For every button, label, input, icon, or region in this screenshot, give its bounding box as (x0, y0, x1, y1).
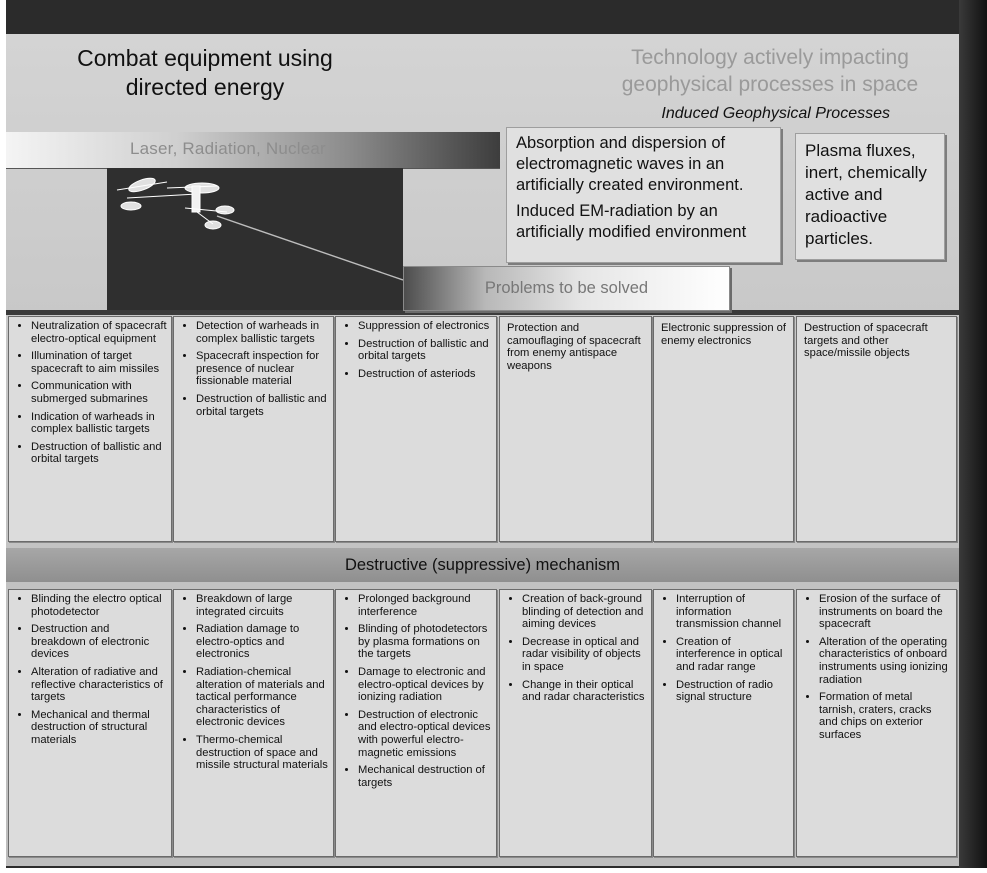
list-item: Interruption of information transmission… (676, 593, 789, 631)
list-item: Destruction and breakdown of electronic … (31, 623, 167, 661)
list-item: Breakdown of large integrated circuits (196, 593, 329, 618)
list-item: Thermo-chemical destruction of space and… (196, 734, 329, 772)
right-title-line1: Technology actively impacting (631, 46, 909, 69)
list-item: Communication with submerged submarines (31, 380, 167, 405)
list-item: Destruction of asteriods (358, 368, 492, 381)
spacecraft-icon (116, 177, 235, 230)
list-item: Creation of back-ground blinding of dete… (522, 593, 647, 631)
mechanisms-column-2: Breakdown of large integrated circuits R… (173, 589, 334, 857)
list-item: Mechanical destruction of targets (358, 764, 492, 789)
laser-beam (216, 215, 403, 281)
problems-column-5: Electronic suppression of enemy electron… (653, 316, 794, 542)
list-item: Indication of warheads in complex ballis… (31, 411, 167, 436)
mechanisms-column-1: Blinding the electro optical photodetect… (8, 589, 172, 857)
list-item: Radiation-chemical alteration of materia… (196, 666, 329, 729)
induced-processes-subtitle: Induced Geophysical Processes (661, 105, 890, 122)
list-item: Formation of metal tarnish, craters, cra… (819, 691, 952, 741)
list-item: Blinding of photodetectors by plasma for… (358, 623, 492, 661)
list-item: Mechanical and thermal destruction of st… (31, 709, 167, 747)
absorption-paragraph: Absorption and dispersion of electromagn… (516, 134, 744, 194)
list-item: Destruction of radio signal structure (676, 679, 789, 704)
list-item: Alteration of the operating characterist… (819, 636, 952, 686)
list-item: Neutralization of spacecraft electro-opt… (31, 320, 167, 345)
list-item: Blinding the electro optical photodetect… (31, 593, 167, 618)
left-title-line2: directed energy (125, 74, 285, 100)
list-item: Destruction of ballistic and orbital tar… (31, 441, 167, 466)
mechanisms-column-3: Prolonged background interference Blindi… (335, 589, 497, 857)
problems-column-1: Neutralization of spacecraft electro-opt… (8, 316, 172, 542)
laser-radiation-nuclear-bar (6, 132, 500, 168)
mechanisms-column-4: Creation of back-ground blinding of dete… (499, 589, 652, 857)
list-item: Radiation damage to electro-optics and e… (196, 623, 329, 661)
board-side-face (959, 0, 987, 868)
divider-strip (6, 310, 959, 315)
list-item: Detection of warheads in complex ballist… (196, 320, 329, 345)
list-item: Erosion of the surface of instruments on… (819, 593, 952, 631)
list-item: Destruction of electronic and electro-op… (358, 709, 492, 759)
list-item: Creation of interference in optical and … (676, 636, 789, 674)
problems-column-3: Suppression of electronics Destruction o… (335, 316, 497, 542)
laser-bar-label: Laser, Radiation, Nuclear (130, 139, 326, 158)
problems-column-6: Destruction of spacecraft targets and ot… (796, 316, 957, 542)
left-title-line1: Combat equipment using (77, 45, 333, 71)
spacecraft-illustration (107, 168, 403, 310)
list-item: Suppression of electronics (358, 320, 492, 333)
list-item: Illumination of target spacecraft to aim… (31, 350, 167, 375)
problems-column-4: Protection and camouflaging of spacecraf… (499, 316, 652, 542)
right-title-line2: geophysical processes in space (621, 73, 919, 96)
plasma-fluxes-box: Plasma fluxes, inert, chemically active … (795, 133, 945, 260)
problems-column-2: Detection of warheads in complex ballist… (173, 316, 334, 542)
destructive-mechanism-bar: Destructive (suppressive) mechanism (6, 548, 959, 582)
right-title: Technology actively impacting geophysica… (590, 44, 950, 98)
list-item: Spacecraft inspection for presence of nu… (196, 350, 329, 388)
problems-to-be-solved-bar: Problems to be solved (403, 266, 730, 311)
list-item: Prolonged background interference (358, 593, 492, 618)
left-title: Combat equipment using directed energy (40, 44, 370, 102)
mechanisms-column-5: Interruption of information transmission… (653, 589, 794, 857)
list-item: Alteration of radiative and reflective c… (31, 666, 167, 704)
induced-em-paragraph: Induced EM-radiation by an artificially … (516, 202, 747, 241)
list-item: Change in their optical and radar charac… (522, 679, 647, 704)
mechanisms-column-6: Erosion of the surface of instruments on… (796, 589, 957, 857)
list-item: Decrease in optical and radar visibility… (522, 636, 647, 674)
list-item: Damage to electronic and electro-optical… (358, 666, 492, 704)
absorption-dispersion-box: Absorption and dispersion of electromagn… (506, 127, 781, 263)
list-item: Destruction of ballistic and orbital tar… (196, 393, 329, 418)
list-item: Destruction of ballistic and orbital tar… (358, 338, 492, 363)
spacecraft-laser-image (107, 168, 403, 310)
